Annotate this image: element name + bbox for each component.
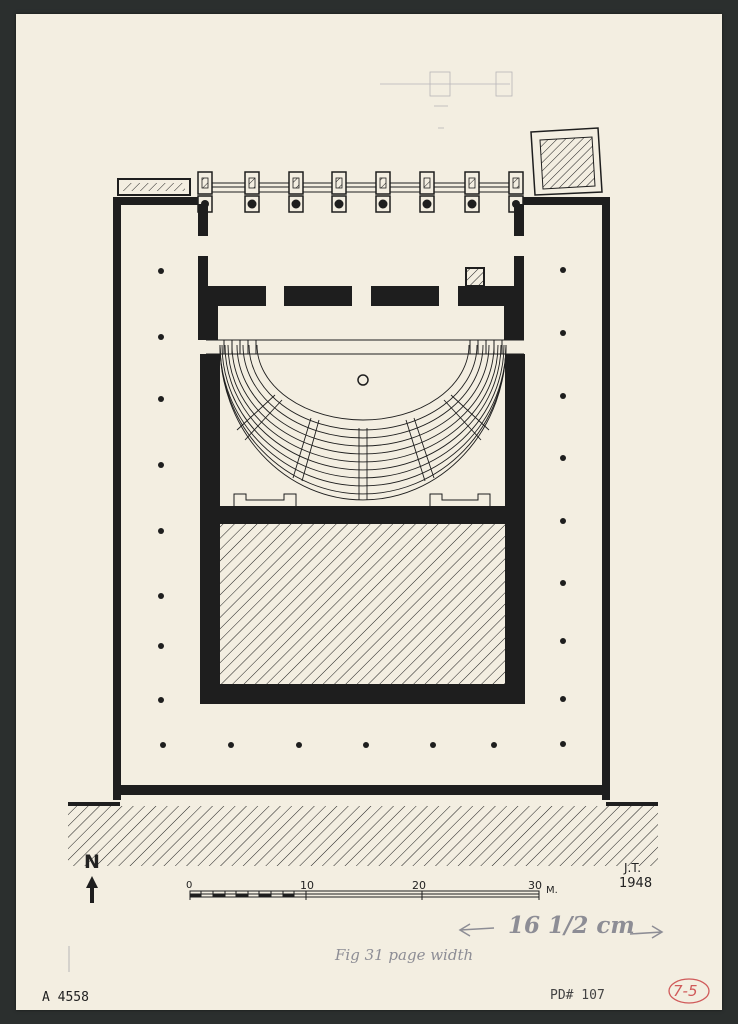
- drafter-initials: J.T.: [624, 861, 642, 875]
- altar-circle: [357, 374, 369, 386]
- circled-label: 7-5: [673, 982, 698, 1000]
- width-note: 16 1/2 cm: [508, 912, 635, 939]
- scale-tick-10: 10: [300, 879, 314, 892]
- corner-tower: [530, 127, 603, 196]
- cavea-seating: [219, 344, 507, 501]
- portico-columns: [158, 267, 566, 748]
- propylon: [117, 171, 524, 213]
- stage-building-hatching: [220, 524, 505, 684]
- ground-hatching: [68, 802, 658, 866]
- north-arrow-icon: [86, 876, 98, 903]
- outer-walls: [113, 197, 610, 800]
- width-arrows: [68, 923, 710, 1004]
- small-pier: [465, 267, 485, 287]
- scale-tick-0: 0: [186, 880, 193, 891]
- stage-front: [233, 493, 491, 506]
- theatre-building-walls: [198, 204, 525, 704]
- scale-tick-30: 30: [528, 879, 542, 892]
- scale-bar-filled-segments: [190, 894, 294, 897]
- drawing-year: 1948: [619, 876, 653, 891]
- pd-number: PD# 107: [550, 988, 605, 1003]
- fig-note: Fig 31 page width: [335, 946, 474, 964]
- pencil-sketch: [380, 71, 513, 129]
- scale-tick-20: 20: [412, 879, 426, 892]
- archive-number: A 4558: [42, 990, 89, 1005]
- north-label: N: [84, 851, 100, 873]
- scale-unit: M.: [546, 885, 558, 896]
